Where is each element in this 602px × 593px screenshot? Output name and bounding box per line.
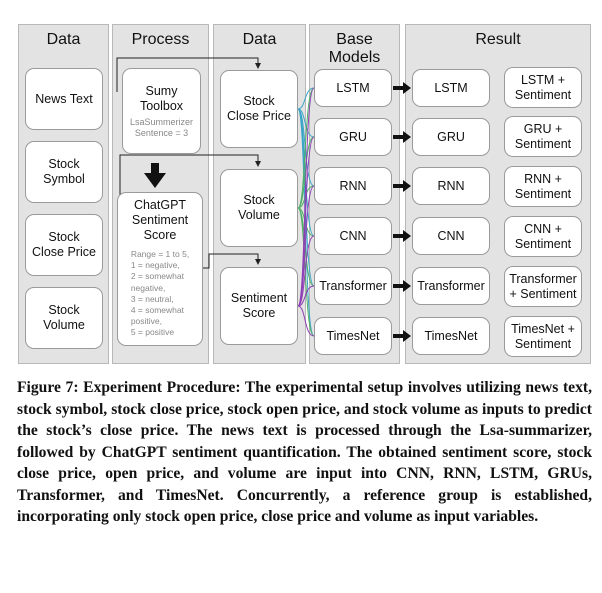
data-stock-volume: Stock Volume [220, 169, 298, 247]
chatgpt-sentiment-box: ChatGPT Sentiment Score Range = 1 to 5, … [117, 192, 203, 346]
result-sentiment-label: GRU + Sentiment [514, 121, 572, 151]
sumy-detail-sentence: Sentence = 3 [134, 127, 189, 138]
model-arrow-icon [403, 82, 411, 94]
data-sentiment-score-label: Sentiment Score [230, 291, 288, 320]
model-arrow-icon [403, 330, 411, 342]
base-model-timesnet: TimesNet [314, 317, 392, 355]
result-model-label: TimesNet [424, 328, 478, 343]
score-range-line: 1 = negative, [130, 260, 180, 271]
result-model-label: LSTM [434, 80, 468, 95]
base-model-label: CNN [339, 228, 367, 243]
figure-caption: Figure 7: Experiment Procedure: The expe… [17, 379, 592, 525]
result-model-rnn: RNN [412, 167, 490, 205]
score-range-line: 5 = positive [130, 327, 175, 338]
input-stock-close-price: Stock Close Price [25, 214, 103, 276]
fan-line-sentiment [297, 185, 315, 307]
connector-lines [116, 57, 411, 342]
input-news-text-label: News Text [35, 91, 93, 106]
input-news-text: News Text [25, 68, 103, 130]
sentiment-score-range: Range = 1 to 5, 1 = negative, 2 = somewh… [131, 249, 189, 339]
result-model-label: GRU [437, 129, 465, 144]
data-sentiment-score: Sentiment Score [220, 267, 298, 345]
result-sentiment-gru: GRU + Sentiment [504, 116, 582, 157]
fan-line-sentiment [297, 235, 315, 307]
down-arrow-icon [144, 163, 166, 188]
result-sentiment-label: RNN + Sentiment [514, 171, 572, 201]
chatgpt-sentiment-title: ChatGPT Sentiment Score [131, 198, 189, 242]
column-title-process: Process [131, 31, 190, 48]
input-stock-symbol: Stock Symbol [25, 141, 103, 203]
score-range-line: 2 = somewhat [130, 271, 184, 282]
result-sentiment-cnn: CNN + Sentiment [504, 216, 582, 257]
result-sentiment-lstm: LSTM + Sentiment [504, 67, 582, 108]
base-model-label: RNN [339, 178, 367, 193]
sumy-toolbox-box: Sumy Toolbox LsaSummerizer Sentence = 3 [122, 68, 201, 154]
base-model-cnn: CNN [314, 217, 392, 255]
fan-line-volume [297, 87, 315, 209]
result-sentiment-label: Transformer + Sentiment [509, 271, 577, 301]
column-title-data: Data [46, 31, 81, 48]
result-model-label: Transformer [417, 278, 485, 293]
sumy-toolbox-title: Sumy Toolbox [139, 83, 184, 113]
model-arrow-icon [403, 230, 411, 242]
input-stock-volume: Stock Volume [25, 287, 103, 349]
base-model-label: GRU [339, 129, 367, 144]
fan-lines-group [297, 87, 315, 337]
model-arrow-icon [403, 131, 411, 143]
input-stock-symbol-label: Stock Symbol [43, 157, 85, 186]
column-title-data: Data [242, 31, 277, 48]
model-arrow-icon [403, 180, 411, 192]
fan-line-volume [297, 136, 315, 209]
base-model-lstm: LSTM [314, 69, 392, 107]
base-model-gru: GRU [314, 118, 392, 156]
result-model-label: RNN [437, 178, 465, 193]
score-range-line: positive, [130, 316, 162, 327]
result-model-lstm: LSTM [412, 69, 490, 107]
result-model-label: CNN [437, 228, 465, 243]
input-stock-close-price-label: Stock Close Price [32, 230, 96, 259]
result-sentiment-rnn: RNN + Sentiment [504, 166, 582, 207]
sumy-detail-summarizer: LsaSummerizer [129, 116, 194, 127]
score-range-line: 3 = neutral, [130, 293, 174, 304]
chatgpt-to-sentiment-line [203, 253, 261, 269]
result-sentiment-timesnet: TimesNet + Sentiment [504, 316, 582, 357]
base-model-rnn: RNN [314, 167, 392, 205]
model-arrow-icon [403, 280, 411, 292]
result-sentiment-transformer: Transformer + Sentiment [504, 266, 582, 307]
result-model-gru: GRU [412, 118, 490, 156]
input-stock-volume-label: Stock Volume [43, 303, 85, 332]
base-model-label: TimesNet [326, 328, 380, 343]
column-title-result: Result [475, 31, 521, 48]
result-sentiment-label: TimesNet + Sentiment [511, 321, 575, 351]
base-model-transformer: Transformer [314, 267, 392, 305]
fan-line-sentiment [297, 305, 315, 337]
result-model-transformer: Transformer [412, 267, 490, 305]
chatgpt-to-volume-line [119, 154, 261, 196]
data-stock-close-price-label: Stock Close Price [227, 94, 291, 123]
result-sentiment-label: CNN + Sentiment [514, 221, 572, 251]
data-stock-volume-label: Stock Volume [238, 193, 280, 222]
fan-line-close-price [297, 87, 315, 110]
data-stock-close-price: Stock Close Price [220, 70, 298, 148]
base-model-label: Transformer [319, 278, 387, 293]
score-range-line: Range = 1 to 5, [130, 249, 190, 259]
column-title-base-models: Base Models [328, 31, 381, 66]
model-arrows-group [393, 82, 411, 342]
fan-line-sentiment [297, 285, 315, 307]
sumy-to-close-price-line [116, 57, 261, 92]
experiment-procedure-diagram: Data Process Data Base Models Result New… [18, 24, 591, 364]
score-range-line: negative, [130, 282, 166, 293]
base-model-label: LSTM [336, 80, 370, 95]
score-range-line: 4 = somewhat [130, 305, 184, 316]
result-model-cnn: CNN [412, 217, 490, 255]
result-model-timesnet: TimesNet [412, 317, 490, 355]
result-sentiment-label: LSTM + Sentiment [514, 72, 572, 102]
